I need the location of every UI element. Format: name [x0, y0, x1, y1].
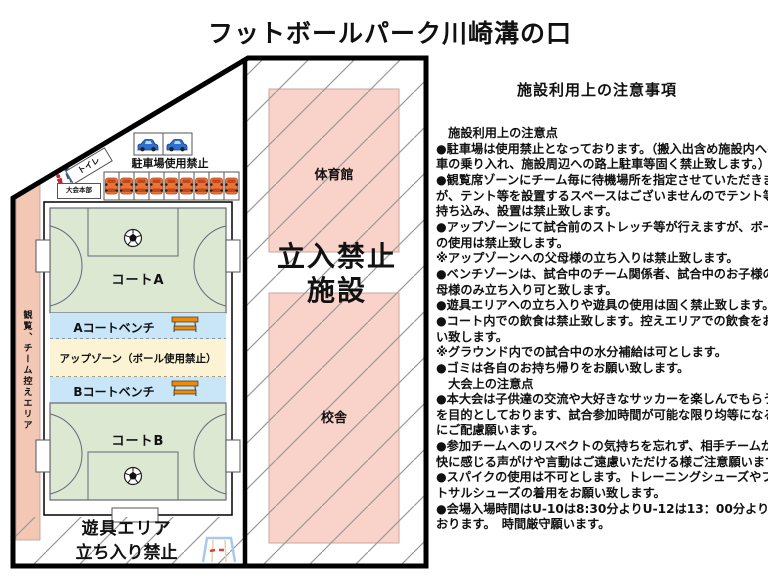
notes-line: ●本大会は子供達の交流や大好きなサッカーを楽しんでもらう事	[436, 392, 768, 407]
viewing-strip-label: 観覧、チーム控えエリア	[21, 309, 32, 431]
playground-equipment-icon	[201, 536, 237, 563]
page-title: フットボールパーク川崎溝の口	[207, 19, 572, 48]
notes-line: 母様のみ立ち入り可と致します。	[436, 282, 618, 297]
orange-car-icon	[164, 177, 179, 195]
notes-line: ●ベンチゾーンは、試合中のチーム関係者、試合中のお子様の父	[436, 266, 768, 281]
bench-a-label: Aコートベンチ	[73, 321, 155, 335]
no-entry-label-line2: 施設	[306, 274, 367, 307]
bench-b-label: Bコートベンチ	[73, 385, 155, 399]
goal-box	[225, 439, 241, 473]
notes-line: の使用は禁止致します。	[436, 235, 569, 250]
up-zone	[50, 339, 226, 377]
notes-line: にご配慮願います。	[436, 423, 545, 438]
notes-line: ●遊具エリアへの立ち入りや遊具の使用は固く禁止致します。	[436, 298, 768, 313]
no-entry-hatching	[247, 60, 424, 564]
goal-box	[225, 239, 241, 273]
notes-body: 施設利用上の注意点●駐車場は使用禁止となっております。（搬入出含め施設内への車の…	[436, 126, 768, 533]
notes-line: 持ち込み、設置は禁止致します。	[436, 204, 618, 219]
notes-line: ●アップゾーンにて試合前のストレッチ等が行えますが、ボール	[436, 219, 768, 234]
up-zone-label: アップゾーン（ボール使用禁止）	[59, 353, 217, 365]
notes-line: ●コート内での飲食は禁止致します。控えエリアでの飲食をお願	[436, 313, 768, 328]
notes-line: ※グラウンド内での試合中の水分補給は可とします。	[436, 345, 727, 360]
orange-car-icon	[224, 177, 239, 195]
parking-no-use-label: 駐車場使用禁止	[131, 157, 209, 170]
notes-line: ●観覧席ゾーンにチーム毎に待機場所を指定させていただきます	[436, 172, 768, 187]
notes-line: ●スパイクの使用は不可とします。トレーニングシューズやフッ	[436, 470, 768, 485]
parked-cars	[104, 177, 239, 195]
notes-line: 快に感じる声がけや言動はご遠慮いただける様ご注意願います。	[436, 454, 768, 469]
notes-heading: 施設利用上の注意事項	[516, 81, 677, 99]
orange-car-icon	[134, 177, 149, 195]
notes-line: ●参加チームへのリスペクトの気持ちを忘れず、相手チームが不	[436, 439, 768, 454]
tournament-hq-label: 大会本部	[57, 183, 101, 199]
gymnasium-label: 体育館	[314, 168, 354, 183]
school-label: 校舎	[320, 411, 347, 426]
notes-line: ●ゴミは各自のお持ち帰りをお願い致します。	[436, 360, 690, 375]
playground-label-line2: 立ち入り禁止	[75, 543, 178, 563]
notes-line: い致します。	[436, 329, 508, 344]
notes-line: 大会上の注意点	[436, 376, 534, 391]
notes-line: が、テント等を設置するスペースはございませんのでテント等の	[436, 188, 768, 203]
notes-line: トサルシューズの着用をお願い致します。	[436, 486, 666, 501]
notes-line: ●会場入場時間はU-10は8:30分よりU-12は13：00分よりとなって	[436, 501, 768, 516]
orange-car-icon	[104, 177, 119, 195]
notes-line: ※アップゾーンへの父母様の立ち入りは禁止致します。	[436, 251, 739, 266]
notes-line: おります。 時間厳守願います。	[436, 517, 611, 532]
orange-car-icon	[179, 177, 194, 195]
court-a-label: コートA	[111, 273, 165, 288]
orange-car-icon	[209, 177, 224, 195]
court-b-label: コートB	[111, 434, 165, 449]
orange-car-icon	[119, 177, 134, 195]
notes-line: 施設利用上の注意点	[436, 126, 558, 140]
facility-outline	[10, 55, 429, 569]
soccer-ball-icon	[123, 228, 143, 248]
no-entry-label-line1: 立入禁止	[276, 240, 397, 273]
orange-car-icon	[194, 177, 209, 195]
court-a-field	[49, 207, 227, 314]
court-a-penalty-box	[87, 207, 179, 257]
soccer-ball-icon	[123, 466, 143, 486]
notes-line: ●駐車場は使用禁止となっております。（搬入出含め施設内への	[436, 141, 768, 156]
notes-line: を目的としております、試合参加時間が可能な限り均等になる様	[436, 407, 768, 422]
orange-car-icon	[149, 177, 164, 195]
court-b-penalty-box	[87, 451, 179, 501]
notes-line: 車の乗り入れ、施設周辺への路上駐車等固く禁止致します。）	[436, 157, 768, 172]
goal-box	[35, 239, 51, 273]
goal-box	[35, 439, 51, 473]
playground-label-line1: 遊具エリア	[81, 519, 172, 539]
